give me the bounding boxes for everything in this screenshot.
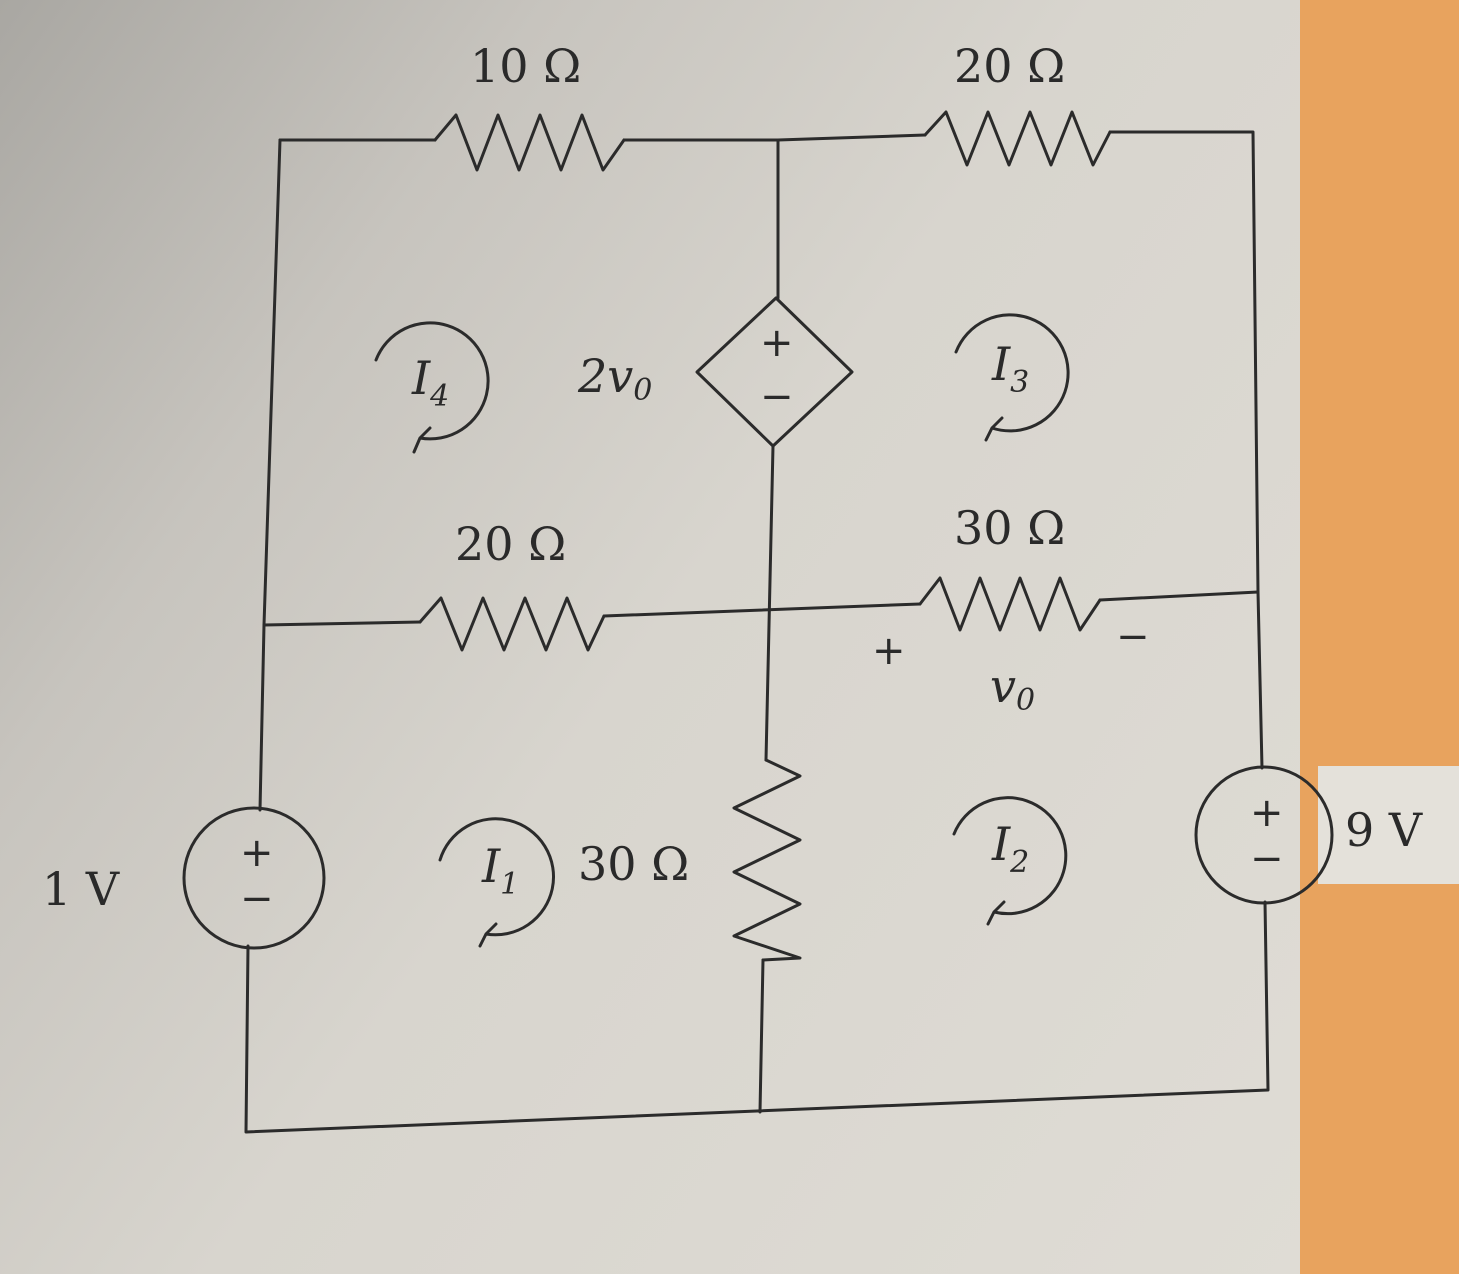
plus-sign-9v: +: [1250, 790, 1284, 836]
minus-sign-9v: −: [1250, 836, 1284, 882]
label-source-1v: 1 V: [42, 862, 120, 916]
resistor-30-ohm-vertical: [732, 758, 802, 962]
label-resistor-10-ohm: 10 Ω: [470, 39, 581, 93]
loop-arrow-i4: [374, 321, 490, 454]
label-resistor-20-ohm-top: 20 Ω: [954, 39, 1065, 93]
loop-arrow-i3: [954, 313, 1070, 442]
paper-background: [0, 0, 1310, 1274]
label-source-9v: 9 V: [1345, 803, 1423, 857]
plus-sign-dependent: +: [760, 320, 794, 366]
wire-top-middle: [622, 133, 927, 142]
loop-arrow-i1: [438, 817, 556, 948]
label-resistor-20-ohm-middle: 20 Ω: [455, 517, 566, 571]
wire-center-bottom: [758, 958, 765, 1114]
label-backing: [1318, 766, 1459, 884]
v0-minus-sign: −: [1116, 614, 1150, 660]
resistor-10-ohm: [433, 113, 626, 172]
label-i3: I3: [991, 337, 1029, 400]
resistor-20-ohm-middle: [418, 596, 606, 652]
wire-left: [258, 138, 282, 812]
voltage-source-9v: [1194, 765, 1334, 905]
minus-sign-1v: −: [240, 876, 274, 922]
wire-center-mid: [764, 444, 775, 762]
loop-arrow-i2: [952, 796, 1068, 926]
resistor-20-ohm-top: [923, 110, 1112, 167]
wire-middle-center: [602, 602, 922, 618]
voltage-source-1v: [182, 806, 326, 950]
wire-middle-left: [262, 620, 422, 627]
label-i4: I4: [411, 351, 449, 414]
label-v0: v0: [990, 659, 1035, 718]
label-resistor-30-ohm-horizontal: 30 Ω: [954, 501, 1065, 555]
v0-plus-sign: +: [872, 628, 906, 674]
minus-sign-dependent: −: [760, 374, 794, 420]
wire-top-right: [1108, 130, 1260, 594]
label-resistor-30-ohm-vertical: 30 Ω: [578, 837, 689, 891]
label-i1: I1: [481, 839, 519, 902]
resistor-30-ohm-horizontal: [918, 576, 1102, 632]
orange-background-strip: [1300, 0, 1459, 1274]
label-dependent-source: 2v0: [577, 349, 652, 408]
wire-left-lower: [244, 900, 1270, 1134]
wire-middle-right: [1098, 590, 1264, 770]
label-i2: I2: [991, 817, 1029, 880]
plus-sign-1v: +: [240, 830, 274, 876]
